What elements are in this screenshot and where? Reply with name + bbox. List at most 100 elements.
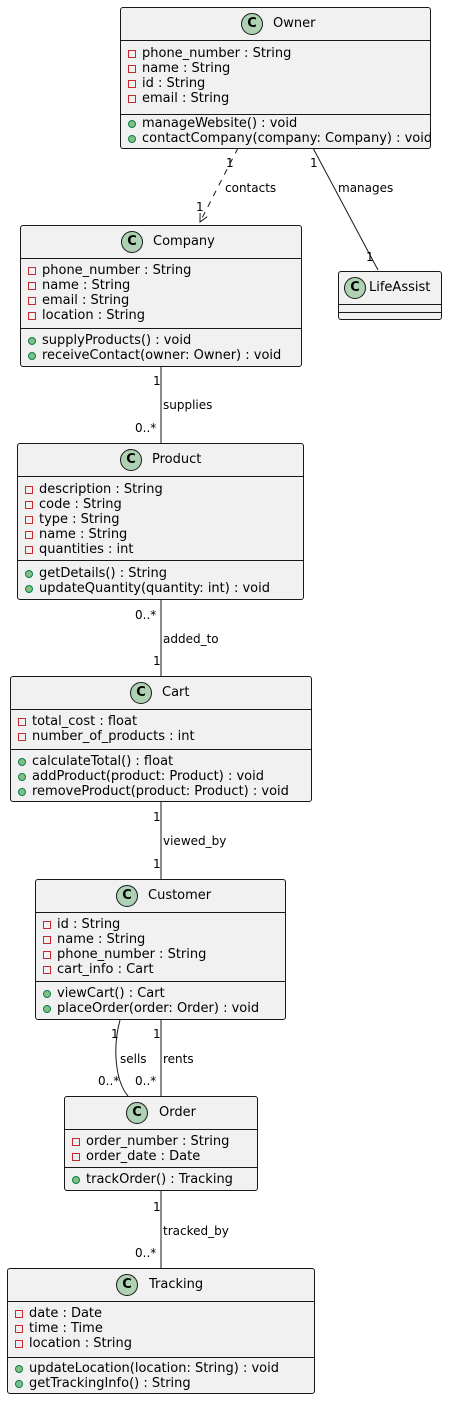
private-square-icon xyxy=(128,50,136,58)
public-circle-icon xyxy=(43,990,51,998)
attributes-section: id : String name : String phone_number :… xyxy=(36,912,285,981)
public-circle-icon xyxy=(28,352,36,360)
private-square-icon xyxy=(28,297,36,305)
methods-section: calculateTotal() : float addProduct(prod… xyxy=(11,749,311,802)
methods-section: trackOrder() : Tracking xyxy=(65,1167,257,1191)
manages-from-multiplicity: 1 xyxy=(310,156,318,170)
attributes-section: phone_number : String name : String emai… xyxy=(21,258,301,328)
tracked-by-label: tracked_by xyxy=(163,1224,229,1238)
class-lifeassist[interactable]: C LifeAssist xyxy=(338,271,442,320)
sells-from-multiplicity: 1 xyxy=(111,1027,119,1041)
rents-to-multiplicity: 0..* xyxy=(135,1074,157,1088)
methods-section: updateLocation(location: String) : void … xyxy=(8,1357,314,1394)
methods-section xyxy=(339,312,441,320)
class-header: C LifeAssist xyxy=(339,272,441,305)
attributes-section: date : Date time : Time location : Strin… xyxy=(8,1301,314,1357)
private-square-icon xyxy=(28,312,36,320)
private-square-icon xyxy=(18,718,26,726)
manages-label: manages xyxy=(338,181,394,195)
class-icon: C xyxy=(241,13,263,35)
class-name: Customer xyxy=(148,888,212,903)
public-circle-icon xyxy=(72,1176,80,1184)
contacts-from-multiplicity: 1 xyxy=(226,156,234,170)
private-square-icon xyxy=(43,966,51,974)
added-to-label: added_to xyxy=(163,632,219,646)
viewed-by-from-multiplicity: 1 xyxy=(153,810,161,824)
private-square-icon xyxy=(128,65,136,73)
attributes-section: description : String code : String type … xyxy=(18,476,303,560)
class-product[interactable]: C Product description : String code : St… xyxy=(17,443,304,600)
attributes-section: phone_number : String name : String id :… xyxy=(121,40,430,114)
methods-section: supplyProducts() : void receiveContact(o… xyxy=(21,328,301,367)
public-circle-icon xyxy=(28,337,36,345)
class-order[interactable]: C Order order_number : String order_date… xyxy=(64,1096,258,1191)
added-to-from-multiplicity: 0..* xyxy=(135,608,157,622)
private-square-icon xyxy=(128,80,136,88)
public-circle-icon xyxy=(43,1005,51,1013)
public-circle-icon xyxy=(128,135,136,143)
class-header: C Owner xyxy=(121,8,430,41)
private-square-icon xyxy=(28,267,36,275)
public-circle-icon xyxy=(18,773,26,781)
class-cart[interactable]: C Cart total_cost : float number_of_prod… xyxy=(10,676,312,802)
sells-link xyxy=(115,1019,129,1097)
public-circle-icon xyxy=(15,1365,23,1373)
private-square-icon xyxy=(25,531,33,539)
class-icon: C xyxy=(344,277,366,299)
class-name: LifeAssist xyxy=(369,280,431,295)
sells-to-multiplicity: 0..* xyxy=(98,1074,120,1088)
class-name: Cart xyxy=(162,685,190,700)
private-square-icon xyxy=(25,516,33,524)
viewed-by-label: viewed_by xyxy=(163,834,227,848)
public-circle-icon xyxy=(15,1380,23,1388)
class-icon: C xyxy=(126,1102,148,1124)
class-header: C Company xyxy=(21,226,301,259)
class-name: Owner xyxy=(273,16,316,31)
methods-section: viewCart() : Cart placeOrder(order: Orde… xyxy=(36,981,285,1020)
attributes-section: order_number : String order_date : Date xyxy=(65,1129,257,1167)
public-circle-icon xyxy=(18,788,26,796)
class-owner[interactable]: C Owner phone_number : String name : Str… xyxy=(120,7,432,149)
public-circle-icon xyxy=(25,570,33,578)
public-circle-icon xyxy=(128,120,136,128)
class-tracking[interactable]: C Tracking date : Date time : Time locat… xyxy=(7,1268,315,1394)
private-square-icon xyxy=(25,546,33,554)
attributes-section xyxy=(339,304,441,312)
methods-section: manageWebsite() : void contactCompany(co… xyxy=(121,114,432,149)
private-square-icon xyxy=(25,486,33,494)
class-icon: C xyxy=(121,231,143,253)
methods-section: getDetails() : String updateQuantity(qua… xyxy=(18,560,303,600)
class-header: C Tracking xyxy=(8,1269,314,1302)
private-square-icon xyxy=(15,1310,23,1318)
manages-link xyxy=(312,147,379,271)
class-name: Product xyxy=(152,452,202,467)
private-square-icon xyxy=(28,282,36,290)
class-icon: C xyxy=(116,885,138,907)
supplies-to-multiplicity: 0..* xyxy=(135,421,157,435)
sells-label: sells xyxy=(120,1052,147,1066)
public-circle-icon xyxy=(25,585,33,593)
class-name: Tracking xyxy=(149,1277,204,1292)
class-header: C Product xyxy=(18,444,303,477)
added-to-to-multiplicity: 1 xyxy=(153,654,161,668)
class-header: C Order xyxy=(65,1097,257,1130)
supplies-label: supplies xyxy=(163,398,213,412)
class-icon: C xyxy=(116,1274,138,1296)
supplies-from-multiplicity: 1 xyxy=(153,374,161,388)
private-square-icon xyxy=(18,733,26,741)
public-circle-icon xyxy=(18,758,26,766)
class-customer[interactable]: C Customer id : String name : String pho… xyxy=(35,879,286,1020)
private-square-icon xyxy=(43,936,51,944)
contacts-label: contacts xyxy=(225,181,277,195)
private-square-icon xyxy=(15,1325,23,1333)
private-square-icon xyxy=(72,1153,80,1161)
class-header: C Customer xyxy=(36,880,285,913)
class-company[interactable]: C Company phone_number : String name : S… xyxy=(20,225,302,367)
rents-label: rents xyxy=(163,1052,194,1066)
attributes-section: total_cost : float number_of_products : … xyxy=(11,709,311,749)
private-square-icon xyxy=(43,951,51,959)
class-icon: C xyxy=(130,682,152,704)
private-square-icon xyxy=(15,1340,23,1348)
tracked-by-to-multiplicity: 0..* xyxy=(135,1246,157,1260)
